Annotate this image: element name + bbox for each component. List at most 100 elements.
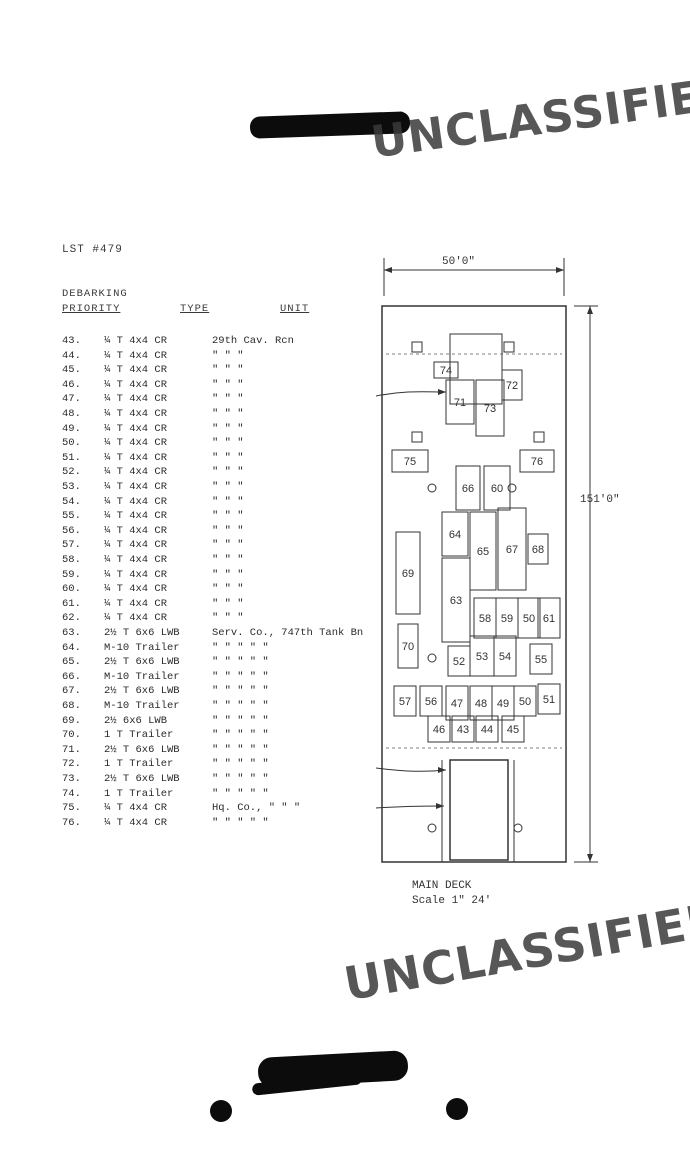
list-item-type: 2½ T 6x6 LWB (104, 773, 180, 785)
list-item-type: ¼ T 4x4 CR (104, 335, 168, 347)
list-item-type: ¼ T 4x4 CR (104, 568, 168, 581)
list-item-unit: " " " (212, 481, 244, 493)
list-item-num: 46. (62, 378, 81, 391)
list-item-num: 61. (62, 597, 81, 610)
vehicle-box (433, 361, 459, 379)
list-item-type: ¼ T 4x4 CR (104, 481, 168, 493)
vehicle-box (513, 685, 537, 717)
vehicle-number: 47 (451, 698, 463, 710)
list-item-unit: " " " " " (212, 816, 269, 829)
list-item-num: 64. (62, 641, 81, 654)
list-item-unit: " " " " " (212, 758, 269, 771)
vehicle-box (501, 715, 525, 743)
list-item-type: M-10 Trailer (104, 670, 180, 683)
vehicle-number: 58 (479, 613, 491, 625)
length-dimension-label: 151'0" (580, 494, 620, 506)
vehicle-number: 61 (543, 613, 555, 625)
list-item-unit: " " " (212, 568, 244, 581)
list-item-num: 66. (62, 670, 81, 683)
list-item-type: ¼ T 4x4 CR (104, 802, 168, 815)
list-item-type: 2½ 6x6 LWB (104, 714, 168, 727)
list-item-type: 2½ T 6x6 LWB (104, 627, 180, 639)
list-item-unit: " " " (212, 554, 244, 566)
list-item-num: 54. (62, 495, 81, 508)
list-item-type: ¼ T 4x4 CR (104, 510, 168, 523)
column-header-priority-line2: PRIORITY (62, 303, 121, 315)
vehicle-box (441, 511, 469, 557)
list-item-type: M-10 Trailer (104, 700, 180, 712)
list-item-num: 49. (62, 422, 81, 435)
vehicle-box (501, 369, 523, 401)
list-item-num: 72. (62, 758, 81, 771)
list-item-unit: " " " " " (212, 685, 269, 698)
column-header-type: TYPE (180, 303, 210, 315)
list-item-num: 73. (62, 773, 81, 785)
vehicle-number: 76 (531, 456, 543, 468)
list-item-unit: " " " " " (212, 714, 269, 727)
list-item-type: 1 T Trailer (104, 787, 174, 800)
list-item-unit: " " " " " (212, 729, 269, 742)
list-item-unit: " " " (212, 510, 244, 523)
list-item-unit: " " " (212, 612, 244, 625)
vehicle-number: 45 (507, 724, 519, 736)
vehicle-number: 74 (440, 365, 452, 377)
vehicle-number: 66 (462, 483, 474, 495)
vehicle-box (497, 507, 527, 591)
list-item-unit: " " " " " (212, 743, 269, 756)
list-item-unit: " " " (212, 437, 244, 450)
list-item-unit: " " " (212, 378, 244, 391)
list-item-num: 52. (62, 466, 81, 479)
vehicle-number: 56 (425, 696, 437, 708)
list-item-type: ¼ T 4x4 CR (104, 495, 168, 508)
vehicle-number: 69 (402, 568, 414, 580)
list-item-type: ¼ T 4x4 CR (104, 612, 168, 625)
list-item-num: 53. (62, 481, 81, 493)
list-item-unit: " " " " " (212, 656, 269, 669)
vehicle-number: 75 (404, 456, 416, 468)
vehicle-box (529, 643, 553, 675)
binder-hole-right (446, 1098, 468, 1120)
vehicle-number: 55 (535, 654, 547, 666)
vehicle-box (537, 683, 561, 715)
list-item-num: 60. (62, 583, 81, 596)
list-item-num: 51. (62, 451, 81, 464)
list-item-num: 65. (62, 656, 81, 669)
list-item-unit: 29th Cav. Rcn (212, 335, 294, 347)
list-item-unit: " " " " " (212, 773, 269, 785)
vehicle-box (519, 449, 555, 473)
list-item-unit: Serv. Co., 747th Tank Bn (212, 627, 364, 639)
list-item-num: 56. (62, 524, 81, 537)
column-header-unit: UNIT (280, 303, 310, 315)
vehicle-box (493, 635, 517, 677)
document-reference: LST #479 (62, 244, 123, 256)
vehicle-box (393, 685, 417, 717)
vehicle-box (517, 597, 541, 639)
list-item-type: ¼ T 4x4 CR (104, 554, 168, 566)
list-item-num: 48. (62, 408, 81, 420)
list-item-unit: " " " (212, 349, 244, 362)
scale-label: Scale 1" 24' (412, 895, 492, 907)
list-item-unit: Hq. Co., " " " (212, 802, 301, 815)
vehicle-number: 53 (476, 651, 488, 663)
vehicle-number: 44 (481, 724, 493, 736)
classification-stamp-top: UNCLASSIFIED (368, 66, 690, 169)
list-item-unit: " " " (212, 451, 244, 464)
vehicle-number: 48 (475, 698, 487, 710)
list-item-num: 47. (62, 393, 81, 406)
list-item-num: 69. (62, 714, 81, 727)
list-item-unit: " " " (212, 408, 244, 420)
list-item-unit: " " " " " (212, 641, 269, 654)
vehicle-box (427, 715, 451, 743)
list-item-unit: " " " " " (212, 700, 269, 712)
list-item-unit: " " " " " (212, 787, 269, 800)
list-item-num: 68. (62, 700, 81, 712)
vehicle-box (483, 465, 511, 511)
list-item-unit: " " " (212, 583, 244, 596)
list-item-num: 63. (62, 627, 81, 639)
vehicle-number: 73 (484, 403, 496, 415)
vehicle-box (475, 715, 499, 743)
list-item-type: ¼ T 4x4 CR (104, 437, 168, 450)
list-item-num: 57. (62, 539, 81, 552)
vehicle-box (537, 597, 561, 639)
